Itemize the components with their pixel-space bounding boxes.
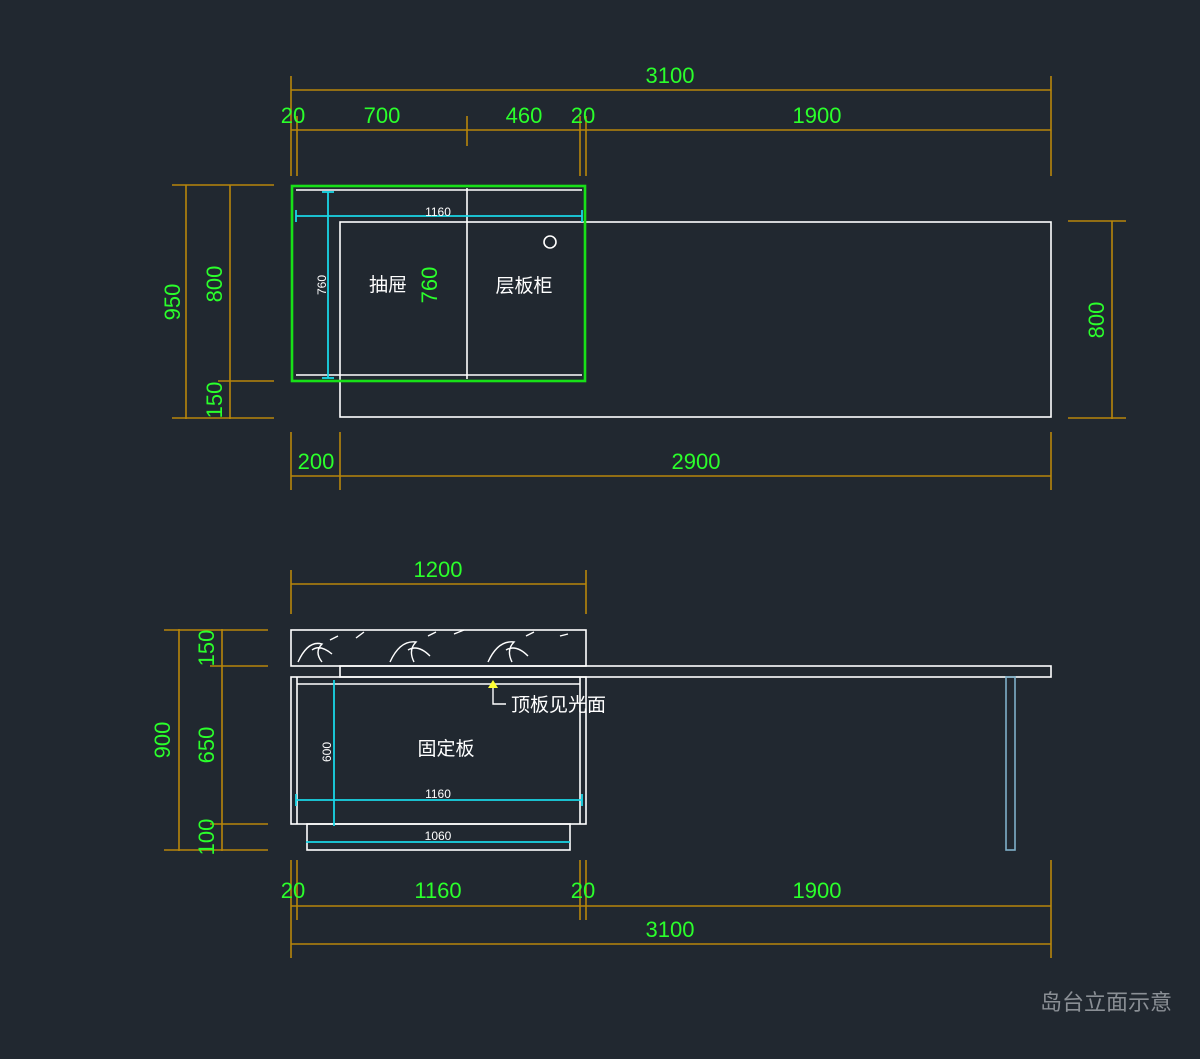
elev-dim-20a: 20 bbox=[281, 878, 305, 903]
elev-plinth-width-label: 1060 bbox=[425, 829, 452, 843]
plan-shelf-label: 层板柜 bbox=[495, 275, 552, 297]
plan-sink-icon bbox=[543, 235, 557, 249]
plan-dim-700: 700 bbox=[364, 103, 401, 128]
drawing-title: 岛台立面示意 bbox=[1040, 991, 1172, 1016]
plan-dim-right-800: 800 bbox=[1084, 302, 1109, 339]
elev-fixed-label: 固定板 bbox=[417, 738, 474, 760]
elev-dim-20b: 20 bbox=[571, 878, 595, 903]
elev-note-label: 顶板见光面 bbox=[511, 694, 606, 716]
plan-dim-200: 200 bbox=[298, 449, 335, 474]
plan-dim-left-800: 800 bbox=[202, 266, 227, 303]
elev-inner-height-label: 600 bbox=[320, 742, 334, 762]
elevation-view: 600 1160 1060 固定板 顶板见光面 1200 900 150 650… bbox=[150, 557, 1052, 958]
plan-dim-20b: 20 bbox=[571, 103, 595, 128]
plan-dim-460: 460 bbox=[506, 103, 543, 128]
elev-dim-650: 650 bbox=[194, 727, 219, 764]
elev-plinth bbox=[306, 823, 571, 851]
elev-stone-top bbox=[290, 629, 587, 667]
plan-cabinet-outline bbox=[290, 184, 587, 383]
elev-dim-150: 150 bbox=[194, 630, 219, 667]
plan-dim-1900: 1900 bbox=[793, 103, 842, 128]
plan-counter-outline bbox=[339, 221, 1052, 418]
plan-dim-total: 3100 bbox=[646, 63, 695, 88]
elev-dim-900: 900 bbox=[150, 722, 175, 759]
elev-dim-1160: 1160 bbox=[414, 878, 461, 903]
plan-dim-950: 950 bbox=[160, 284, 185, 321]
elev-dim-total: 3100 bbox=[646, 917, 695, 942]
elev-dim-1200: 1200 bbox=[414, 557, 463, 582]
elev-inner-width-label: 1160 bbox=[425, 787, 451, 801]
stone-pattern-icon bbox=[297, 629, 569, 663]
plan-dim-2900: 2900 bbox=[672, 449, 721, 474]
elev-counter-slab bbox=[339, 665, 1052, 678]
plan-view: 1160 760 760 抽屉 层板柜 3100 20 700 460 20 1… bbox=[160, 63, 1126, 490]
plan-inner-width-label: 1160 bbox=[425, 205, 451, 219]
leader-arrow-icon bbox=[488, 680, 506, 705]
elev-dim-100: 100 bbox=[194, 819, 219, 856]
elev-dim-1900: 1900 bbox=[793, 878, 842, 903]
elev-leg bbox=[1005, 676, 1016, 851]
plan-drawer-label: 抽屉 bbox=[369, 274, 407, 296]
plan-inner-height-label-a: 760 bbox=[315, 275, 329, 295]
plan-inner-height-label-b: 760 bbox=[417, 267, 442, 304]
plan-dim-left-150: 150 bbox=[202, 382, 227, 419]
plan-dim-20a: 20 bbox=[281, 103, 305, 128]
